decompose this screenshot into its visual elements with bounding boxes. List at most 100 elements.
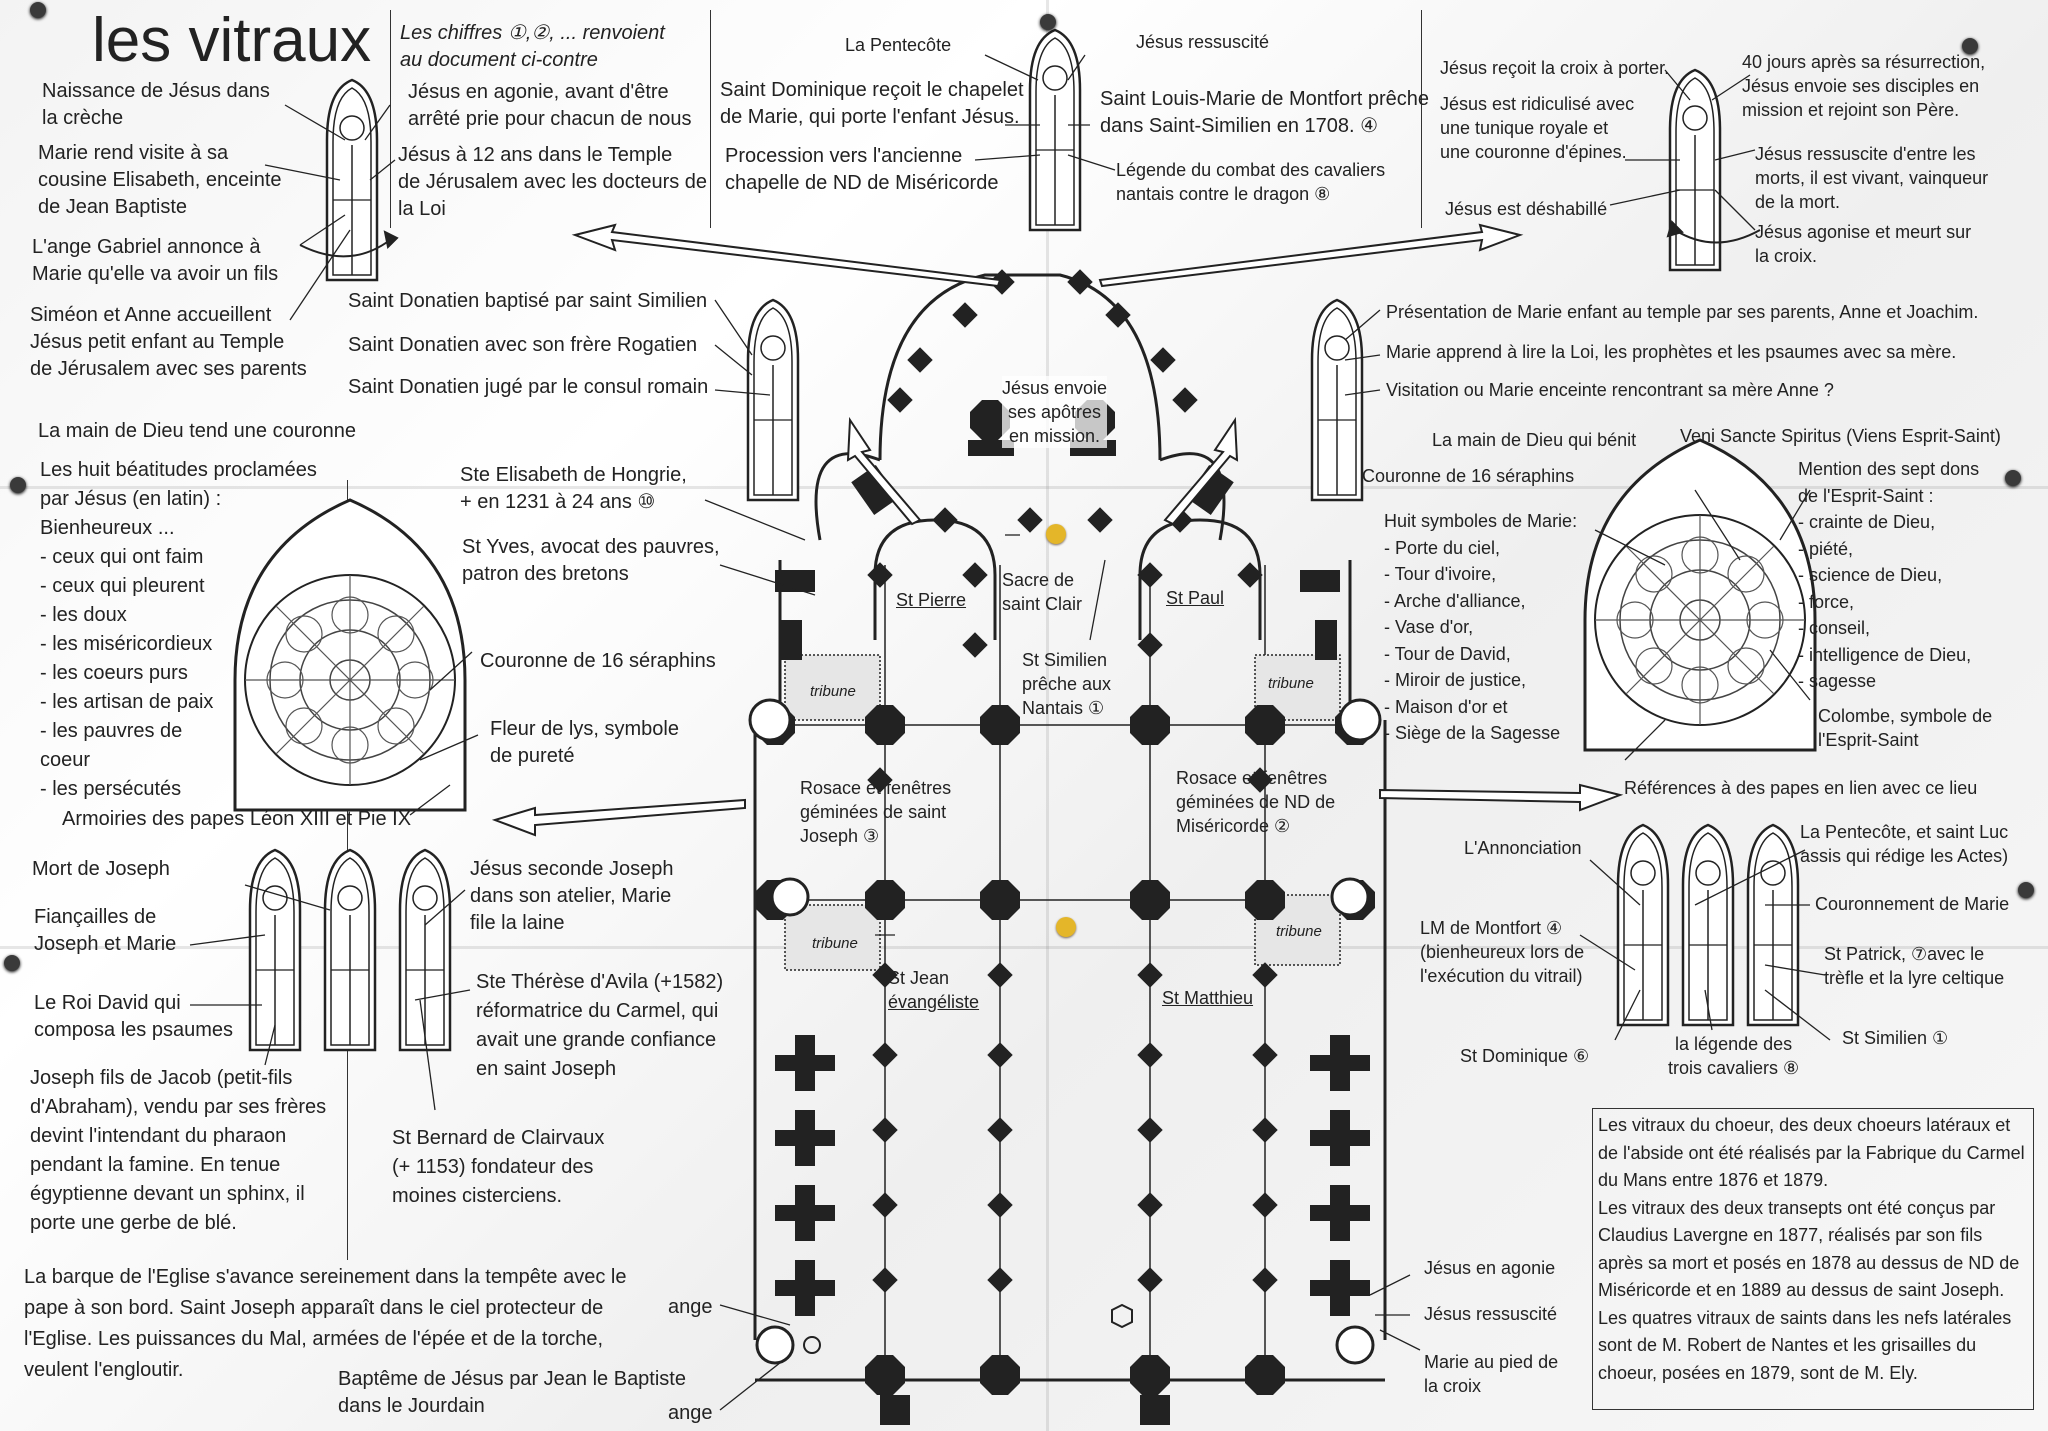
window-north-choir (325, 78, 379, 282)
pin (2018, 882, 2034, 898)
label-therese: Ste Thérèse d'Avila (+1582)réformatrice … (476, 971, 724, 1080)
label-st-pierre: St Pierre (896, 590, 967, 610)
label-donatien-frere: Saint Donatien avec son frère Rogatien (348, 334, 698, 356)
window-nd-2 (1681, 823, 1735, 1027)
label-main-dieu-benit: La main de Dieu qui bénit (1432, 430, 1637, 450)
label-presentation-marie: Présentation de Marie enfant au temple p… (1386, 302, 1979, 322)
credits-text: Les vitraux du choeur, des deux choeurs … (1598, 1115, 2025, 1383)
pin (2005, 470, 2021, 486)
label-st-yves: St Yves, avocat des pauvres,patron des b… (462, 536, 720, 585)
pin (1962, 38, 1978, 54)
label-bernard: St Bernard de Clairvaux(+ 1153) fondateu… (392, 1127, 605, 1207)
label-ange: ange (668, 1296, 713, 1318)
label-deshabille: Jésus est déshabillé (1445, 199, 1608, 219)
label-mort-joseph: Mort de Joseph (32, 858, 170, 880)
page-title: les vitraux (92, 6, 372, 75)
label-armoiries: Armoiries des papes Léon XIII et Pie IX (62, 808, 412, 830)
pin (30, 2, 46, 18)
header-divider (390, 10, 392, 228)
fold-horizontal-top (0, 486, 2048, 489)
label-donatien-baptise: Saint Donatien baptisé par saint Similie… (348, 290, 708, 312)
fold-horizontal-bottom (0, 946, 2048, 949)
credits-box (1592, 1108, 2034, 1410)
label-st-matthieu: St Matthieu (1162, 988, 1254, 1008)
pin (4, 955, 20, 971)
label-jesus-agonie-west: Jésus en agonie (1424, 1258, 1556, 1278)
window-marie (1310, 298, 1364, 502)
window-joseph-3 (398, 848, 452, 1052)
label-st-dominique: St Dominique ⑥ (1460, 1046, 1590, 1066)
rose-window-right (1583, 438, 1817, 752)
label-main-dieu-couronne: La main de Dieu tend une couronne (38, 420, 357, 442)
label-marie-lire: Marie apprend à lire la Loi, les prophèt… (1386, 342, 1957, 362)
window-donatien (746, 298, 800, 502)
yellow-pin (1056, 917, 1076, 937)
label-donatien-juge: Saint Donatien jugé par le consul romain (348, 376, 709, 398)
label-references-papes: Références à des papes en lien avec ce l… (1624, 778, 1978, 798)
window-joseph-1 (248, 848, 302, 1052)
top-center-box (710, 10, 1422, 228)
label-tribune: tribune (1268, 675, 1314, 692)
label-st-paul: St Paul (1166, 588, 1225, 608)
label-elisabeth: Ste Elisabeth de Hongrie,+ en 1231 à 24 … (460, 464, 687, 513)
label-couronne-seraphins-right: Couronne de 16 séraphins (1362, 466, 1575, 486)
label-tribune: tribune (812, 935, 858, 952)
label-tribune: tribune (810, 683, 856, 700)
list-symboles-marie: Huit symboles de Marie:- Porte du ciel,-… (1384, 511, 1578, 743)
pin (10, 477, 26, 493)
window-axis (1028, 28, 1082, 232)
label-ange: ange (668, 1402, 713, 1424)
fold-vertical (1046, 0, 1049, 1431)
label-couronne-seraphins-left: Couronne de 16 séraphins (480, 650, 716, 672)
label-jesus-ressuscite-west: Jésus ressuscité (1424, 1304, 1558, 1324)
label-st-similien: St Similien ① (1842, 1028, 1949, 1048)
label-veni: Veni Sancte Spiritus (Viens Esprit-Saint… (1680, 426, 2001, 446)
window-joseph-2 (323, 848, 377, 1052)
pin (1040, 14, 1056, 30)
label-croix: Jésus reçoit la croix à porter. (1440, 58, 1670, 78)
label-pentecote: La Pentecôte (845, 35, 952, 55)
label-couronnement: Couronnement de Marie (1815, 894, 2010, 914)
yellow-pin (1046, 524, 1066, 544)
label-visitation-anne: Visitation ou Marie enceinte rencontrant… (1386, 380, 1834, 400)
label-ressuscite: Jésus ressuscité (1136, 32, 1270, 52)
label-annonciation: L'Annonciation (1464, 838, 1582, 858)
label-40-jours: 40 jours après sa résurrection,Jésus env… (1742, 52, 1986, 120)
window-nd-1 (1616, 823, 1670, 1027)
window-nd-3 (1746, 823, 1800, 1027)
